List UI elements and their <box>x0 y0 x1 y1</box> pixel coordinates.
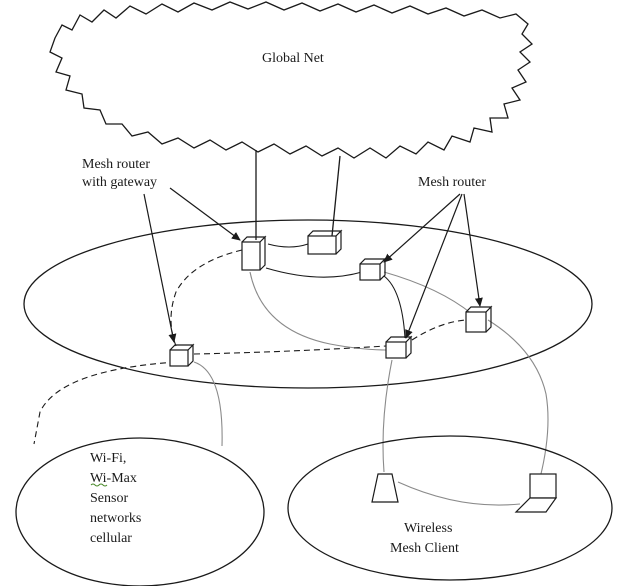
gateway-arrow <box>143 193 177 343</box>
router-uplink-line <box>331 155 341 237</box>
network-line: Wi-Fi, <box>90 451 126 466</box>
mesh-link-dashed <box>193 345 387 355</box>
mesh-router-gateway-box <box>241 235 267 271</box>
mesh-router-box <box>465 305 493 333</box>
network-line: Sensor <box>90 491 128 506</box>
wireless-mesh-client-label-line1: Wireless <box>404 521 452 536</box>
mesh-link <box>267 243 309 248</box>
mesh-link <box>265 267 363 278</box>
access-link-dashed <box>33 361 177 445</box>
mesh-link-dashed <box>170 249 243 347</box>
access-link <box>487 319 549 479</box>
mesh-link <box>383 271 473 315</box>
laptop-icon <box>514 473 558 513</box>
access-link <box>382 359 393 473</box>
network-line: cellular <box>90 531 132 546</box>
wifi-wimax-network-ellipse <box>15 437 265 586</box>
spell-check-underline <box>90 483 108 487</box>
global-net-label: Global Net <box>262 51 324 66</box>
network-line: networks <box>90 511 141 526</box>
gateway-label-line1: Mesh router <box>82 157 150 172</box>
mesh-router-box <box>307 229 343 255</box>
mesh-router-box <box>385 335 413 359</box>
wireless-mesh-client-ellipse <box>287 435 613 581</box>
handheld-device-icon <box>371 473 399 503</box>
mesh-router-arrow <box>405 193 463 339</box>
left-network-label: Wi-Fi, Wi-Max Sensor networks cellular <box>90 451 141 546</box>
mesh-link-dashed <box>411 319 467 341</box>
mesh-router-arrow <box>383 193 461 263</box>
client-link <box>397 481 521 506</box>
mesh-backbone-ellipse <box>23 219 593 389</box>
gateway-arrow <box>169 187 241 241</box>
network-line: Wi-Max <box>90 471 137 486</box>
wireless-mesh-client-label-line2: Mesh Client <box>390 541 459 556</box>
mesh-router-gateway-box <box>169 343 195 367</box>
global-net-cloud <box>49 1 534 159</box>
mesh-router-arrow <box>463 193 483 307</box>
gateway-label-line2: with gateway <box>82 175 157 190</box>
mesh-link <box>383 275 406 339</box>
mesh-link <box>249 271 387 351</box>
access-link <box>193 361 223 447</box>
mesh-router-label: Mesh router <box>418 175 486 190</box>
mesh-router-box <box>359 257 387 281</box>
